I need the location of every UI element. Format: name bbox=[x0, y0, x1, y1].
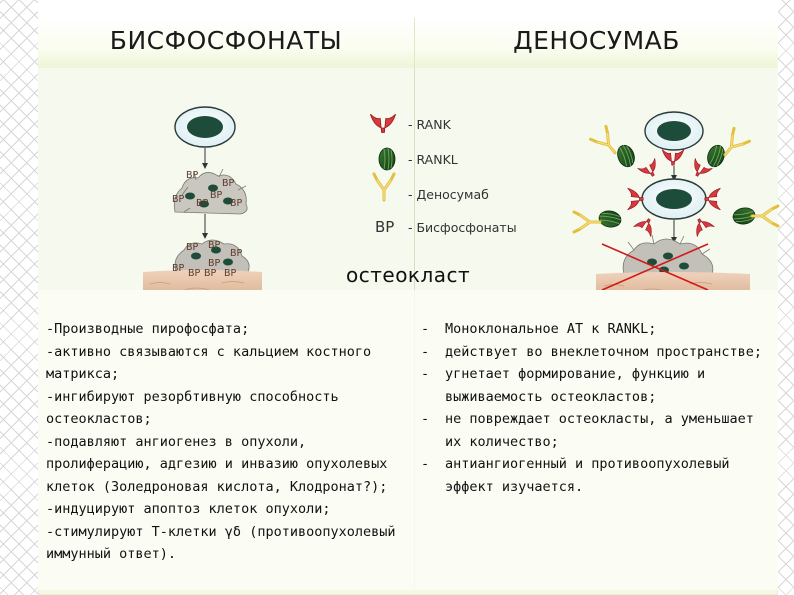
header-bisphosphonates-title: БИСФОСФОНАТЫ bbox=[109, 26, 343, 55]
bp-tag: BP bbox=[186, 242, 199, 253]
denosumab-text-panel: -Моноклональное АТ к RANKL; -действует в… bbox=[415, 290, 778, 590]
bisphosphonates-point: -ингибируют резорбтивную способность ост… bbox=[46, 388, 339, 428]
bisphosphonates-text-panel: -Производные пирофосфата; -активно связы… bbox=[38, 290, 414, 590]
column-divider bbox=[414, 68, 415, 290]
bisphosphonates-point: -стимулируют Т-клетки γδ (противоопухоле… bbox=[46, 523, 396, 563]
dmab-rank-receptor-icon bbox=[689, 214, 715, 237]
dmab-rankl-icon bbox=[704, 142, 728, 170]
bp-tag: BP bbox=[222, 178, 235, 189]
dmab-rank-receptor-icon bbox=[633, 214, 659, 237]
bp-precursor-cell bbox=[174, 106, 236, 148]
bp-tag: BP bbox=[210, 190, 223, 201]
bp-tag: BP bbox=[172, 263, 185, 274]
dmab-mature-cell bbox=[641, 178, 707, 220]
legend-denosumab-label: - Деносумаб bbox=[408, 187, 489, 202]
bisphosphonates-point: -индуцируют апоптоз клеток опухоли; bbox=[46, 501, 331, 517]
legend-rankl-icon bbox=[378, 147, 396, 171]
denosumab-points: -Моноклональное АТ к RANKL; -действует в… bbox=[421, 318, 771, 498]
dmab-rankl-icon bbox=[614, 142, 638, 170]
legend-bp-symbol: BP bbox=[375, 218, 395, 236]
dmab-cross-mark bbox=[601, 243, 709, 291]
legend-rank-icon bbox=[369, 113, 397, 133]
bp-osteoclast-lower bbox=[174, 239, 250, 273]
bp-tag: BP bbox=[208, 240, 221, 251]
bp-tag: BP bbox=[230, 198, 243, 209]
bp-osteoclast-upper bbox=[173, 168, 248, 215]
legend-denosumab-icon bbox=[372, 172, 396, 202]
legend-rankl-label: - RANKL bbox=[408, 152, 458, 167]
dmab-blocked-osteoclast bbox=[622, 234, 714, 275]
bp-tag: BP bbox=[188, 268, 201, 279]
left-decor-border bbox=[0, 0, 38, 595]
bisphosphonates-point: -активно связываются с кальцием костного… bbox=[46, 343, 372, 383]
header-denosumab-title: ДЕНОСУМАБ bbox=[513, 26, 680, 55]
bp-tag: BP bbox=[204, 268, 217, 279]
bp-tag: BP bbox=[230, 248, 243, 259]
dmab-antibody-icon bbox=[572, 210, 602, 234]
bisphosphonates-point: -подавляют ангиогенез в опухоли, пролифе… bbox=[46, 433, 388, 495]
dmab-antibody-icon bbox=[750, 204, 780, 228]
dmab-rank-receptor-icon bbox=[637, 158, 663, 181]
denosumab-point: -действует во внеклеточном пространстве; bbox=[421, 343, 762, 360]
dmab-precursor-cell bbox=[644, 111, 704, 151]
bisphosphonates-points: -Производные пирофосфата; -активно связы… bbox=[46, 318, 408, 566]
denosumab-point: -Моноклональное АТ к RANKL; bbox=[421, 321, 657, 337]
bisphosphonates-point: -Производные пирофосфата; bbox=[46, 321, 250, 337]
dmab-rank-receptor-icon bbox=[661, 149, 685, 166]
legend-bp-label: - Бисфосфонаты bbox=[408, 220, 517, 235]
right-decor-border bbox=[778, 0, 794, 595]
dmab-rankl-icon bbox=[597, 208, 623, 230]
header-bisphosphonates: БИСФОСФОНАТЫ bbox=[38, 18, 415, 69]
dmab-rank-receptor-icon bbox=[704, 187, 721, 211]
denosumab-point: -не повреждает остеокласты, а уменьшает … bbox=[421, 411, 754, 450]
bp-tag: BP bbox=[224, 268, 237, 279]
osteoclast-label: остеокласт bbox=[346, 263, 471, 287]
dmab-rank-receptor-icon bbox=[627, 187, 644, 211]
bp-tag: BP bbox=[186, 170, 199, 181]
header-denosumab: ДЕНОСУМАБ bbox=[415, 18, 778, 69]
legend-rank-label: - RANK bbox=[408, 117, 451, 132]
bp-tag: BP bbox=[172, 194, 185, 205]
bp-tag: BP bbox=[196, 198, 209, 209]
denosumab-point: -антиангиогенный и противоопухолевый эфф… bbox=[421, 456, 730, 495]
bp-tag: BP bbox=[208, 258, 221, 269]
denosumab-point: -угнетает формирование, функцию и выжива… bbox=[421, 366, 706, 405]
